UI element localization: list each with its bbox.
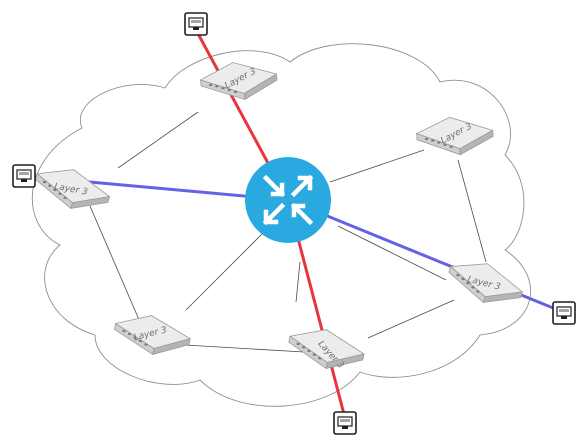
router-icon <box>245 157 331 243</box>
mesh-link <box>457 159 487 263</box>
mesh-links <box>89 111 487 353</box>
ethernet-port-icon[interactable] <box>12 164 36 188</box>
mesh-link <box>337 225 447 281</box>
mesh-link <box>295 261 301 303</box>
blue-link-right <box>286 198 565 314</box>
layer3-switch-left[interactable]: Layer 3 <box>30 159 115 219</box>
layer3-switch-top[interactable]: Layer 3 <box>198 57 280 105</box>
core-router[interactable] <box>245 157 331 243</box>
ethernet-port-icon[interactable] <box>333 411 357 435</box>
router-arrows <box>262 174 314 226</box>
mesh-link <box>329 149 425 183</box>
mesh-link <box>167 343 305 353</box>
layer3-switch-bottomleft[interactable]: Layer 3 <box>110 309 194 361</box>
layer3-switch-bottommid[interactable]: Layer 3 <box>284 322 368 377</box>
ethernet-port-icon[interactable] <box>184 12 208 36</box>
network-cloud <box>31 43 532 407</box>
mesh-link <box>89 205 141 323</box>
mesh-link <box>185 233 263 311</box>
mesh-link <box>117 111 199 169</box>
layer3-switch-topright[interactable]: Layer 3 <box>415 113 495 159</box>
mesh-link <box>367 299 455 339</box>
layer3-switch-right[interactable]: Layer 3 <box>442 252 528 314</box>
ethernet-port-icon[interactable] <box>552 301 576 325</box>
